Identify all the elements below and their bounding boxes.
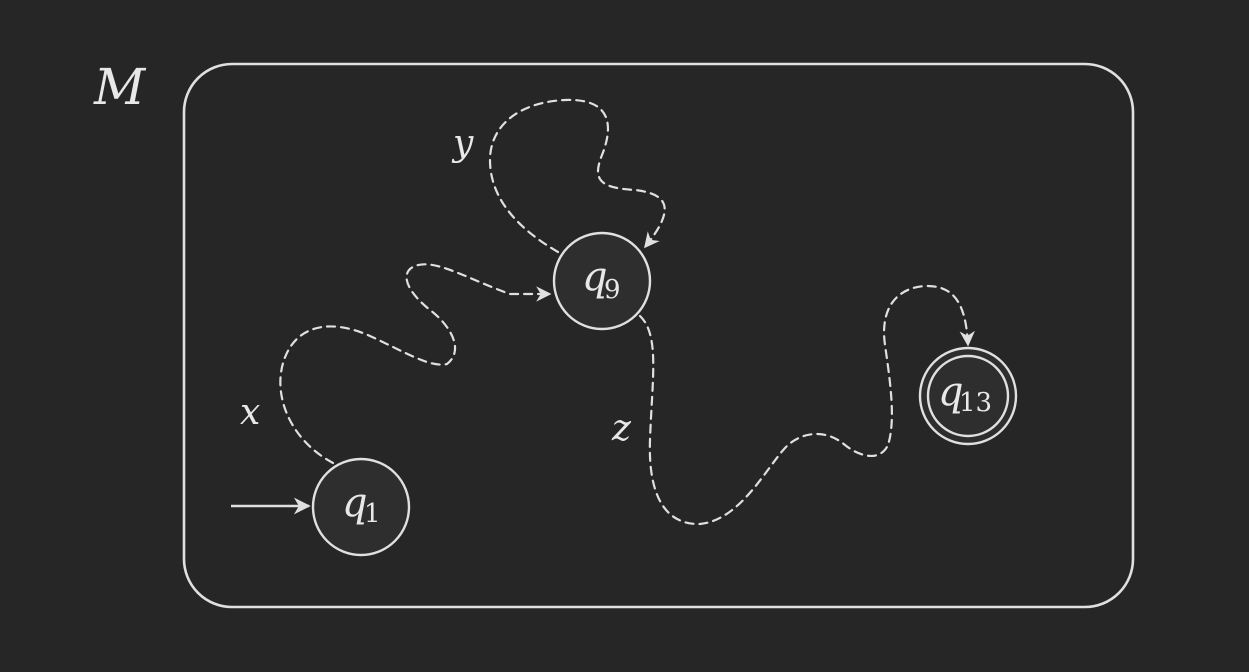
- edge-y: [488, 98, 666, 254]
- state-q1-var: q: [342, 480, 368, 526]
- state-q9: q 9: [552, 231, 652, 331]
- machine-label: M: [93, 58, 147, 116]
- state-q9-index: 9: [604, 275, 621, 305]
- state-q13: q 13: [918, 346, 1018, 446]
- edge-label-z: z: [611, 408, 632, 449]
- state-q1: q 1: [311, 457, 411, 557]
- state-q13-inner-circle: [926, 354, 1010, 438]
- state-q13-outer-circle: [918, 346, 1018, 446]
- state-q1-circle: [311, 457, 411, 557]
- state-q13-index: 13: [959, 388, 992, 418]
- state-q9-var: q: [582, 254, 608, 300]
- state-q9-circle: [552, 231, 652, 331]
- machine-frame: [182, 62, 1135, 609]
- state-q1-index: 1: [364, 499, 381, 529]
- edge-label-x: x: [240, 392, 260, 433]
- edge-x: [279, 263, 552, 465]
- edge-z: [638, 284, 975, 526]
- state-q13-var: q: [938, 369, 964, 415]
- edge-label-y: y: [451, 123, 474, 164]
